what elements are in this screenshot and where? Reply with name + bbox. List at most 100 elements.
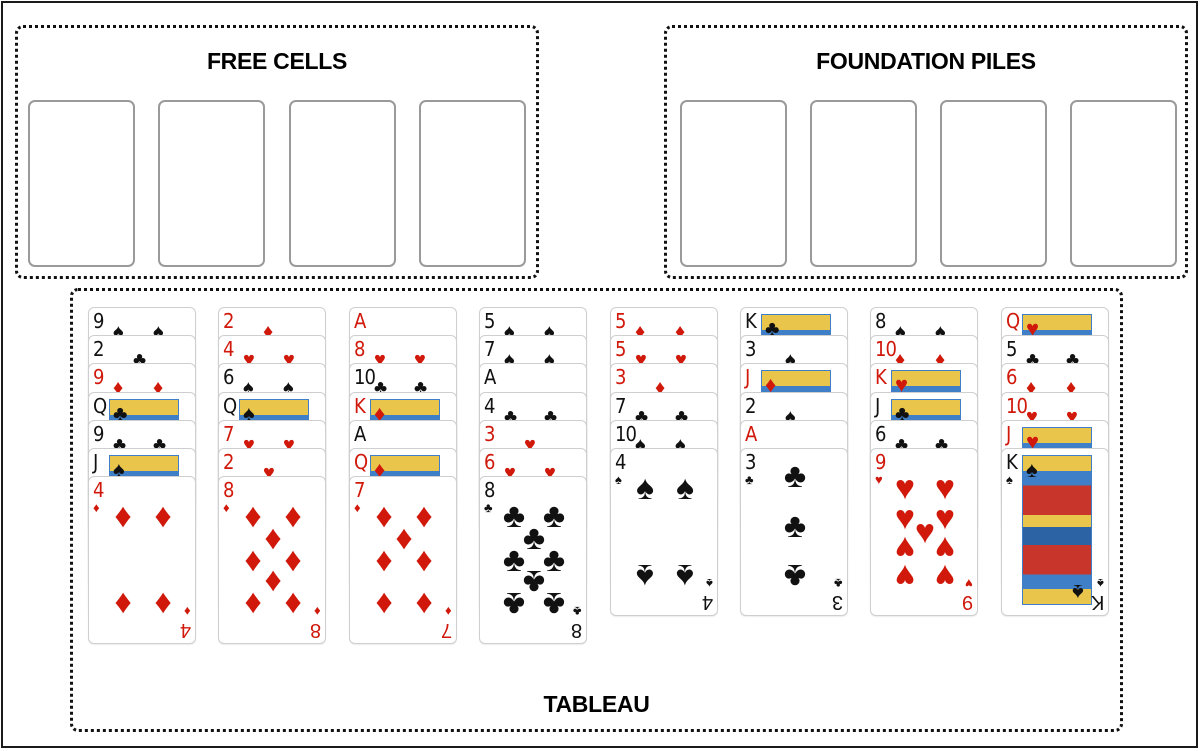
free-cell-slot-4[interactable]	[419, 100, 526, 267]
diamond-pip-icon: ♦	[154, 585, 172, 624]
club-pip-icon: ♣	[783, 507, 807, 545]
card-rank: 7	[615, 393, 626, 418]
card-4-of-spades[interactable]: 4♠4♠♠♠♠♠	[610, 448, 718, 616]
card-8-of-diamonds[interactable]: 8♦8♦♦♦♦♦♦♦♦♦	[218, 476, 326, 645]
spade-pip-icon: ♠	[504, 321, 515, 343]
foundation-slot-3[interactable]	[940, 100, 1047, 267]
diamond-pip-icon: ♦	[113, 377, 124, 400]
card-rank: 3	[745, 450, 756, 474]
heart-pip-icon: ♥	[243, 433, 255, 456]
foundation-title: FOUNDATION PILES	[816, 48, 1036, 74]
club-icon: ♣	[573, 604, 582, 620]
club-pip-icon: ♣	[522, 519, 546, 558]
diamond-pip-icon: ♦	[375, 497, 393, 536]
free-cells-zone: FREE CELLS	[15, 25, 539, 279]
card-rank: 10	[875, 337, 897, 362]
card-rank: A	[484, 365, 496, 390]
card-rank: 5	[484, 309, 495, 333]
spade-pip-icon: ♠	[544, 321, 555, 343]
spade-pip-icon: ♠	[895, 321, 906, 343]
club-pip-icon: ♣	[542, 585, 566, 624]
diamond-pip-icon: ♦	[415, 541, 433, 580]
card-rank: 2	[745, 393, 756, 418]
diamond-icon: ♦	[93, 500, 100, 516]
spade-pip-icon: ♠	[935, 321, 946, 343]
diamond-pip-icon: ♦	[153, 377, 164, 400]
card-k-of-spades[interactable]: K♠♠♠K♠	[1001, 448, 1109, 616]
card-rank: 9	[875, 450, 886, 474]
diamond-pip-icon: ♦	[114, 585, 132, 624]
spade-pip-icon: ♠	[113, 321, 124, 343]
diamond-pip-icon: ♦	[244, 497, 262, 536]
diamond-pip-icon: ♦	[635, 321, 646, 343]
card-rank-bottom: 8	[310, 619, 321, 642]
card-rank: 9	[93, 309, 104, 333]
card-rank: A	[745, 421, 757, 446]
spade-pip-icon: ♠	[785, 405, 796, 428]
heart-pip-icon: ♥	[934, 469, 956, 507]
free-cell-slot-1[interactable]	[28, 100, 135, 267]
heart-pip-icon: ♥	[1066, 405, 1078, 428]
free-cell-slot-3[interactable]	[289, 100, 396, 267]
card-rank: 8	[223, 478, 234, 503]
card-rank: J	[93, 450, 98, 474]
spade-pip-icon: ♠	[544, 349, 555, 372]
diamond-icon: ♦	[354, 500, 361, 516]
club-pip-icon: ♣	[542, 497, 566, 536]
diamond-pip-icon: ♦	[655, 377, 666, 400]
foundation-zone: FOUNDATION PILES	[664, 25, 1188, 279]
card-rank: 3	[484, 421, 495, 446]
diamond-pip-icon: ♦	[375, 585, 393, 624]
card-7-of-diamonds[interactable]: 7♦7♦♦♦♦♦♦♦♦	[349, 476, 457, 645]
card-rank: 6	[875, 421, 886, 446]
diamond-pip-icon: ♦	[244, 585, 262, 624]
spade-icon: ♠	[113, 457, 125, 482]
diamond-pip-icon: ♦	[395, 519, 413, 558]
spade-pip-icon: ♠	[635, 433, 646, 456]
foundation-slot-2[interactable]	[810, 100, 917, 267]
card-rank: 4	[615, 450, 626, 474]
spade-pip-icon: ♠	[283, 377, 294, 400]
heart-pip-icon: ♥	[504, 462, 516, 484]
club-pip-icon: ♣	[502, 497, 526, 536]
free-cells-title: FREE CELLS	[206, 48, 348, 74]
diamond-icon: ♦	[374, 400, 386, 426]
card-3-of-clubs[interactable]: 3♣3♣♣♣♣	[740, 448, 848, 616]
heart-pip-icon: ♥	[414, 349, 426, 372]
diamond-pip-icon: ♦	[1026, 377, 1037, 400]
heart-icon: ♥	[1026, 428, 1040, 454]
diamond-pip-icon: ♦	[154, 497, 172, 536]
card-rank: 8	[354, 337, 365, 362]
diamond-pip-icon: ♦	[284, 541, 302, 580]
card-rank: 10	[354, 365, 376, 390]
card-rank: Q	[93, 393, 107, 418]
diamond-icon: ♦	[374, 457, 386, 482]
card-rank-bottom: 8	[571, 619, 582, 642]
diamond-pip-icon: ♦	[284, 585, 302, 624]
foundation-slot-1[interactable]	[680, 100, 787, 267]
card-rank: 5	[615, 309, 626, 333]
card-rank: Q	[354, 450, 368, 474]
card-rank: 4	[484, 393, 495, 418]
spade-icon: ♠	[1026, 457, 1038, 482]
card-8-of-clubs[interactable]: 8♣8♣♣♣♣♣♣♣♣♣	[479, 476, 587, 645]
card-rank: 3	[745, 337, 756, 362]
card-rank: A	[354, 421, 366, 446]
card-rank: J	[745, 365, 750, 390]
club-pip-icon: ♣	[783, 557, 807, 595]
card-rank: 2	[93, 337, 104, 362]
free-cell-slot-2[interactable]	[158, 100, 265, 267]
diamond-pip-icon: ♦	[244, 541, 262, 580]
club-icon: ♣	[834, 576, 843, 591]
foundation-slot-4[interactable]	[1070, 100, 1177, 267]
card-4-of-diamonds[interactable]: 4♦4♦♦♦♦♦	[88, 476, 196, 645]
card-rank: 6	[484, 450, 495, 474]
diamond-icon: ♦	[184, 604, 191, 620]
spade-pip-icon: ♠	[635, 557, 655, 595]
spade-pip-icon: ♠	[675, 433, 686, 456]
diamond-pip-icon: ♦	[264, 519, 282, 558]
diamond-pip-icon: ♦	[415, 585, 433, 624]
diamond-icon: ♦	[314, 604, 321, 620]
spade-pip-icon: ♠	[675, 557, 695, 595]
card-9-of-hearts[interactable]: 9♥9♥♥♥♥♥♥♥♥♥♥	[870, 448, 978, 616]
